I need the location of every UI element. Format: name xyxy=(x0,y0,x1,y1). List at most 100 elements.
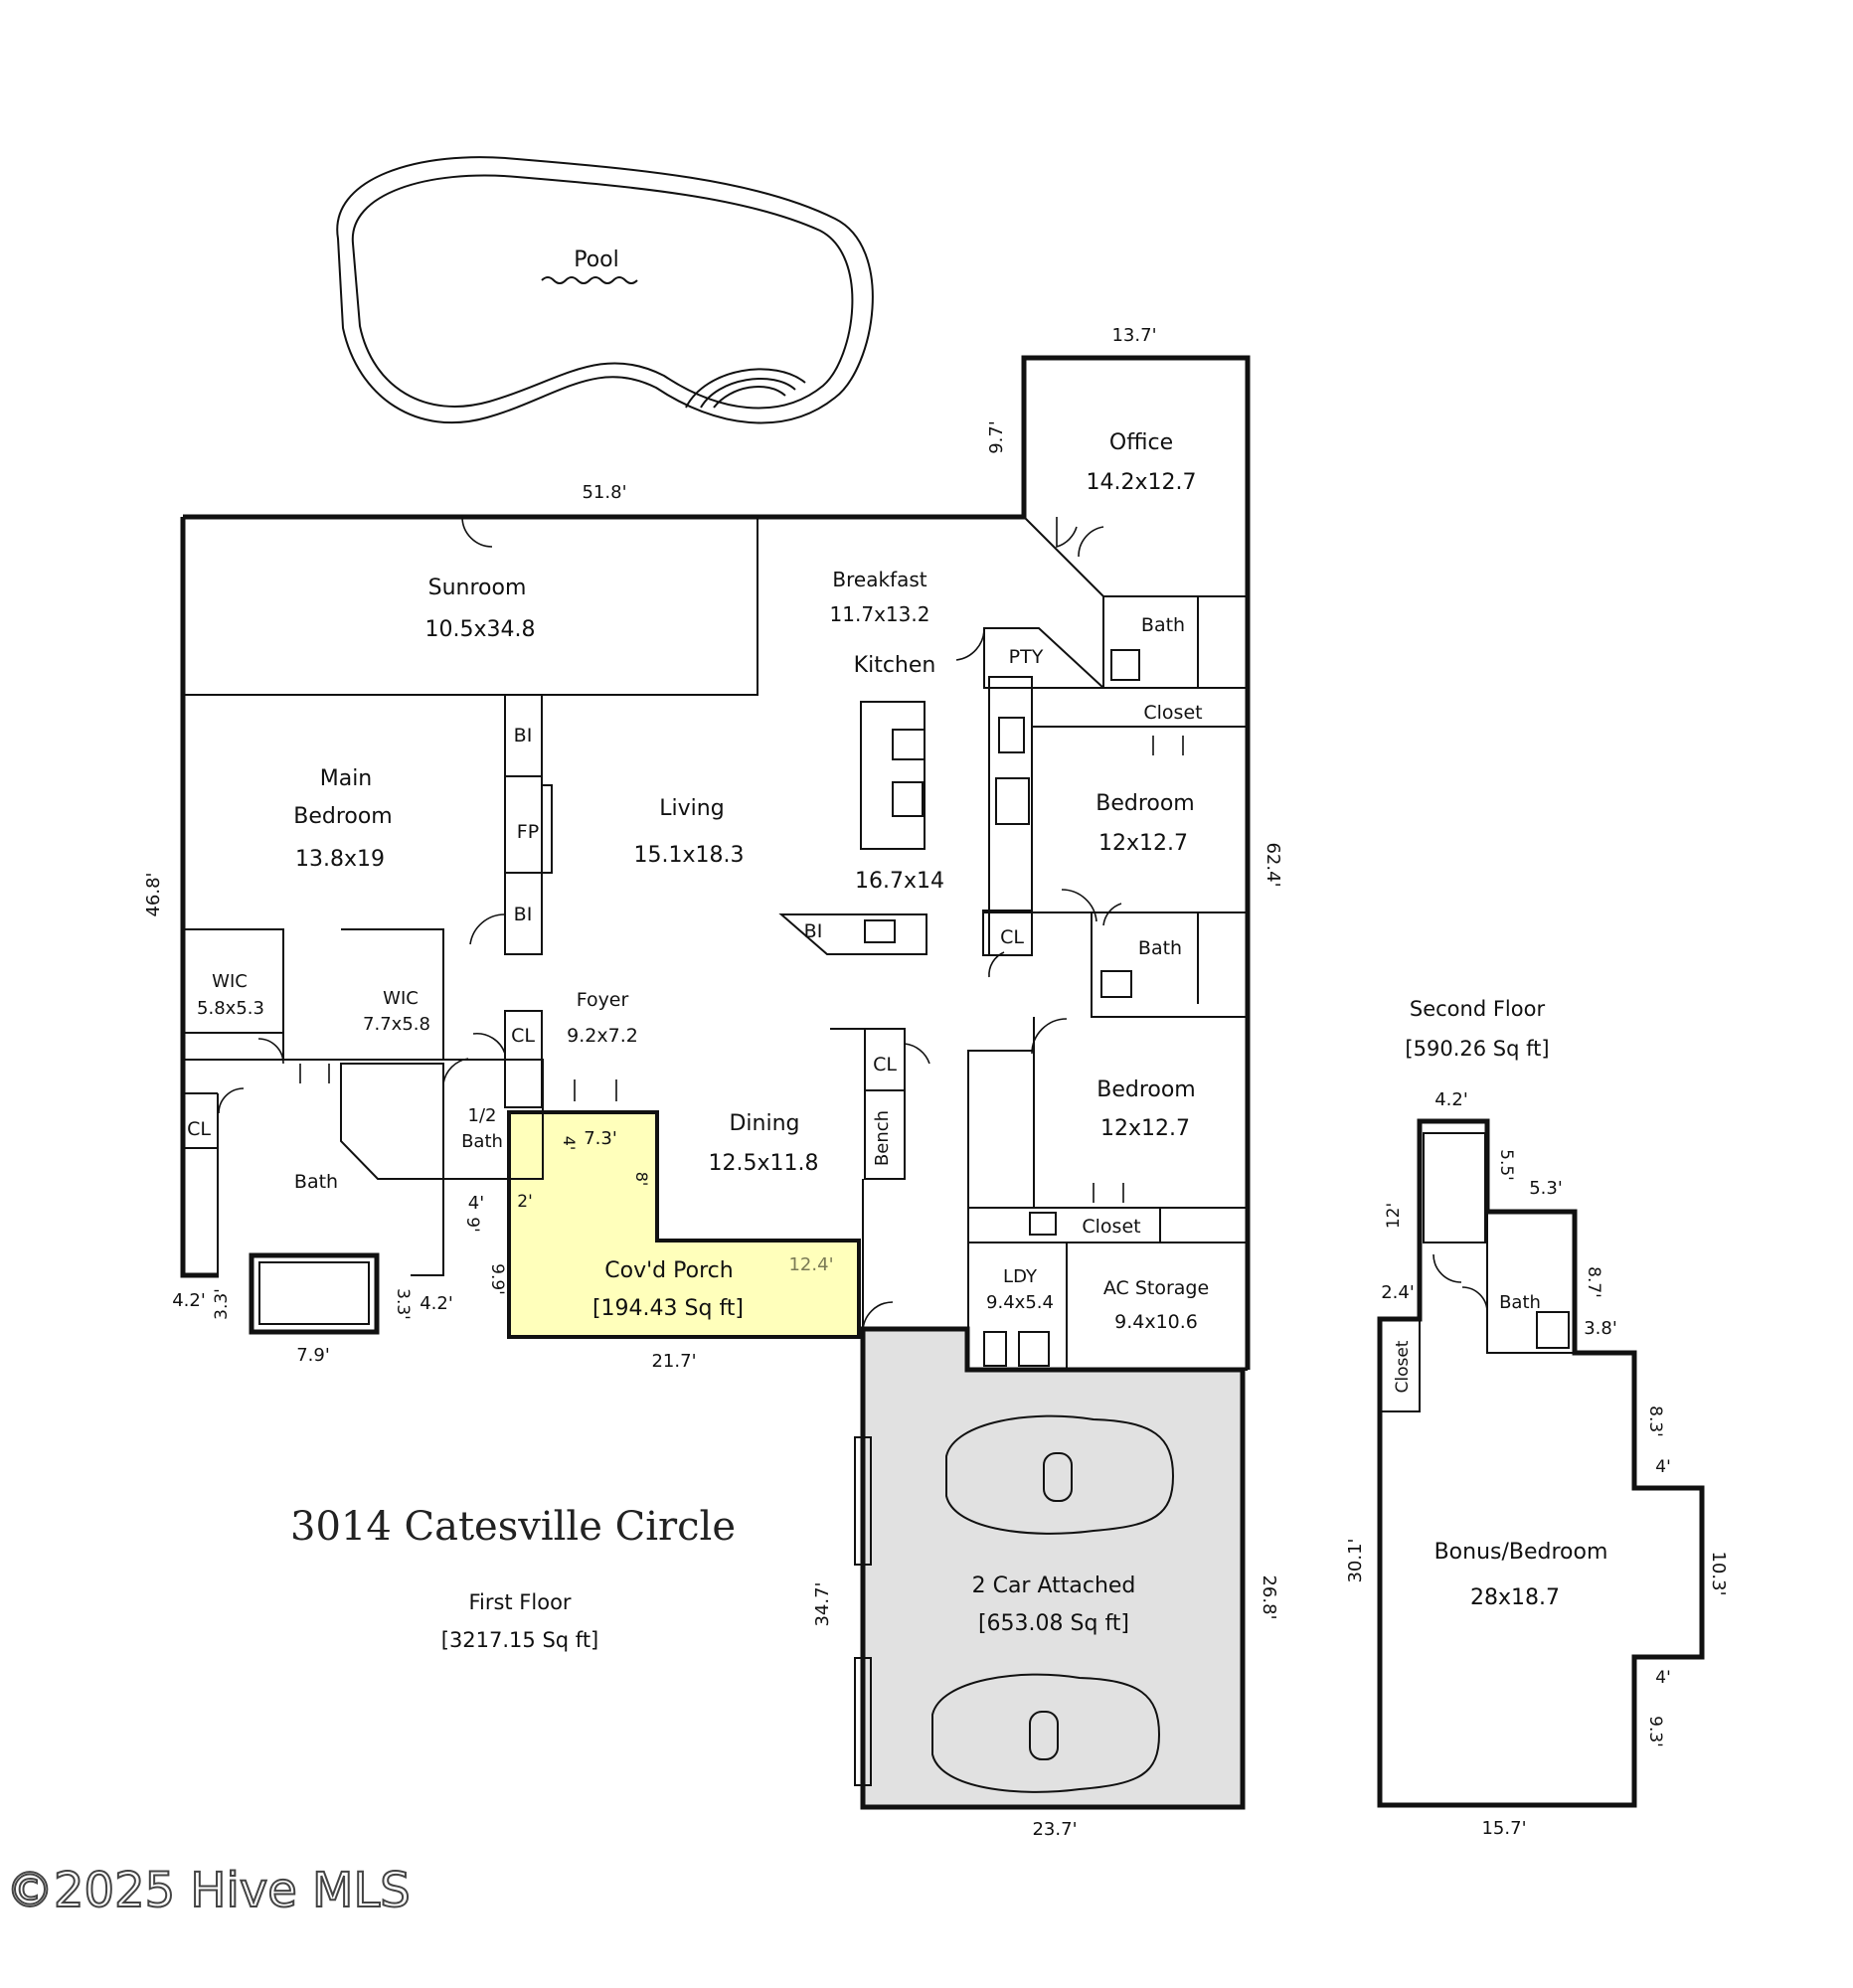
first-floor-name: First Floor xyxy=(468,1590,571,1614)
main-bedroom-dims: 13.8x19 xyxy=(295,847,385,872)
dim-second-left: 30.1' xyxy=(1345,1538,1366,1582)
dim-porch-bottom: 21.7' xyxy=(651,1351,696,1372)
half-bath-name-2: Bath xyxy=(461,1131,503,1152)
dim-porch-left-small: 2' xyxy=(517,1192,533,1212)
foyer-dims: 9.2x7.2 xyxy=(567,1025,638,1047)
pantry-label: PTY xyxy=(1009,646,1044,668)
dim-second-bottom: 15.7' xyxy=(1481,1818,1526,1839)
bedroom-1-name: Bedroom xyxy=(1095,791,1195,816)
dim-second-r2: 4' xyxy=(1655,1457,1671,1477)
upper-closet-label: Closet xyxy=(1393,1340,1413,1393)
foyer-closet-label: CL xyxy=(511,1025,535,1047)
car-icon xyxy=(931,1673,1161,1793)
second-floor-name: Second Floor xyxy=(1410,997,1546,1021)
laundry-name: LDY xyxy=(1003,1266,1038,1287)
dim-house-right: 62.4' xyxy=(1263,842,1283,887)
dim-bath-right: 4.2' xyxy=(420,1293,453,1314)
sunroom-name: Sunroom xyxy=(428,576,527,600)
dim-second-stair-left: 12' xyxy=(1384,1203,1404,1229)
main-bath-label: Bath xyxy=(294,1171,338,1193)
main-bedroom-name-2: Bedroom xyxy=(293,804,393,829)
office-dims: 14.2x12.7 xyxy=(1087,470,1197,495)
address-title: 3014 Catesville Circle xyxy=(290,1504,736,1550)
kitchen-name: Kitchen xyxy=(854,653,936,678)
dim-second-r3: 10.3' xyxy=(1708,1551,1729,1595)
dim-garage-left: 34.7' xyxy=(812,1581,833,1626)
porch-name: Cov'd Porch xyxy=(604,1258,733,1283)
dim-bath-left-v: 3.3' xyxy=(212,1288,232,1320)
bedroom-2-dims: 12x12.7 xyxy=(1100,1116,1190,1141)
fireplace-label: FP xyxy=(517,821,539,843)
watermark: ©2025 Hive MLS xyxy=(6,1863,411,1918)
wic-2-dims: 7.7x5.8 xyxy=(363,1014,430,1035)
wic-1-name: WIC xyxy=(212,971,248,992)
dim-second-bath-bottom: 3.8' xyxy=(1584,1318,1617,1339)
dim-second-r4: 4' xyxy=(1655,1668,1671,1688)
dim-garage-bottom: 23.7' xyxy=(1032,1819,1077,1840)
pool-label: Pool xyxy=(574,248,619,272)
laundry-dims: 9.4x5.4 xyxy=(986,1292,1054,1313)
dim-porch-inner-left: 4' xyxy=(560,1136,579,1151)
dining-dims: 12.5x11.8 xyxy=(709,1151,819,1176)
breakfast-name: Breakfast xyxy=(832,568,926,591)
first-floor-stairs xyxy=(967,1050,1035,1209)
bedroom-1-dims: 12x12.7 xyxy=(1098,831,1188,856)
bonus-name: Bonus/Bedroom xyxy=(1434,1540,1608,1565)
dining-closet-label: CL xyxy=(873,1054,897,1076)
dim-porch-step-v: 9' xyxy=(462,1217,482,1233)
car-icon xyxy=(945,1414,1175,1535)
dim-second-stair-side: 5.5' xyxy=(1496,1149,1516,1181)
dim-porch-step-h: 4' xyxy=(468,1193,484,1214)
bedroom-2-name: Bedroom xyxy=(1096,1077,1196,1102)
doors xyxy=(218,516,1184,1333)
ac-storage-name: AC Storage xyxy=(1103,1277,1209,1299)
dim-office-top: 13.7' xyxy=(1111,325,1156,346)
dining-name: Dining xyxy=(729,1111,799,1136)
ac-storage-dims: 9.4x10.6 xyxy=(1114,1311,1198,1333)
breakfast-dims: 11.7x13.2 xyxy=(830,602,930,626)
living-name: Living xyxy=(659,796,724,821)
office-name: Office xyxy=(1109,430,1173,455)
bedroom-2-closet-label: Closet xyxy=(1082,1216,1140,1238)
pool xyxy=(336,156,874,424)
foyer-name: Foyer xyxy=(577,989,629,1011)
dim-house-top: 51.8' xyxy=(582,482,626,503)
built-in-label: BI xyxy=(514,904,533,925)
dim-second-bath-top: 5.3' xyxy=(1529,1178,1563,1199)
dim-porch-top: 7.3' xyxy=(584,1128,617,1149)
dim-bath-bottom: 7.9' xyxy=(296,1345,330,1366)
porch-area: [194.43 Sq ft] xyxy=(592,1296,744,1321)
garage-area xyxy=(860,1326,1246,1810)
dim-second-closet-top: 2.4' xyxy=(1381,1282,1415,1303)
garage-window xyxy=(854,1657,872,1786)
dim-second-bath-right: 8.7' xyxy=(1584,1266,1603,1298)
built-in-label: BI xyxy=(514,725,533,746)
dim-second-r1: 8.3' xyxy=(1645,1406,1665,1437)
built-in-label: BI xyxy=(804,920,823,942)
second-floor-walls xyxy=(1377,1118,1705,1808)
dim-office-side: 9.7' xyxy=(986,420,1007,454)
dim-bath-left: 4.2' xyxy=(172,1290,206,1311)
middle-bath-label: Bath xyxy=(1138,937,1182,959)
bench-label: Bench xyxy=(872,1110,893,1166)
wic-2-name: WIC xyxy=(383,988,419,1009)
kitchen-closet-label: CL xyxy=(1000,926,1024,948)
main-bedroom-name-1: Main xyxy=(320,766,373,791)
living-dims: 15.1x18.3 xyxy=(634,843,745,868)
dim-bath-right-v: 3.3' xyxy=(393,1288,413,1320)
dim-porch-inner-right: 8' xyxy=(632,1172,651,1187)
dim-porch-left: 9.9' xyxy=(487,1263,507,1295)
dim-second-r5: 9.3' xyxy=(1645,1716,1665,1747)
office-closet-label: Closet xyxy=(1143,702,1202,724)
first-floor-area: [3217.15 Sq ft] xyxy=(441,1628,599,1652)
second-floor-area: [590.26 Sq ft] xyxy=(1405,1037,1549,1061)
main-bath-closet-label: CL xyxy=(187,1118,211,1140)
office-bath-label: Bath xyxy=(1141,614,1185,636)
wic-1-dims: 5.8x5.3 xyxy=(197,998,264,1019)
garage-area: [653.08 Sq ft] xyxy=(978,1611,1129,1636)
dim-garage-right: 26.8' xyxy=(1259,1574,1279,1619)
half-bath-name-1: 1/2 xyxy=(468,1105,497,1126)
dim-porch-right: 12.4' xyxy=(788,1254,833,1275)
sunroom-dims: 10.5x34.8 xyxy=(425,617,536,642)
